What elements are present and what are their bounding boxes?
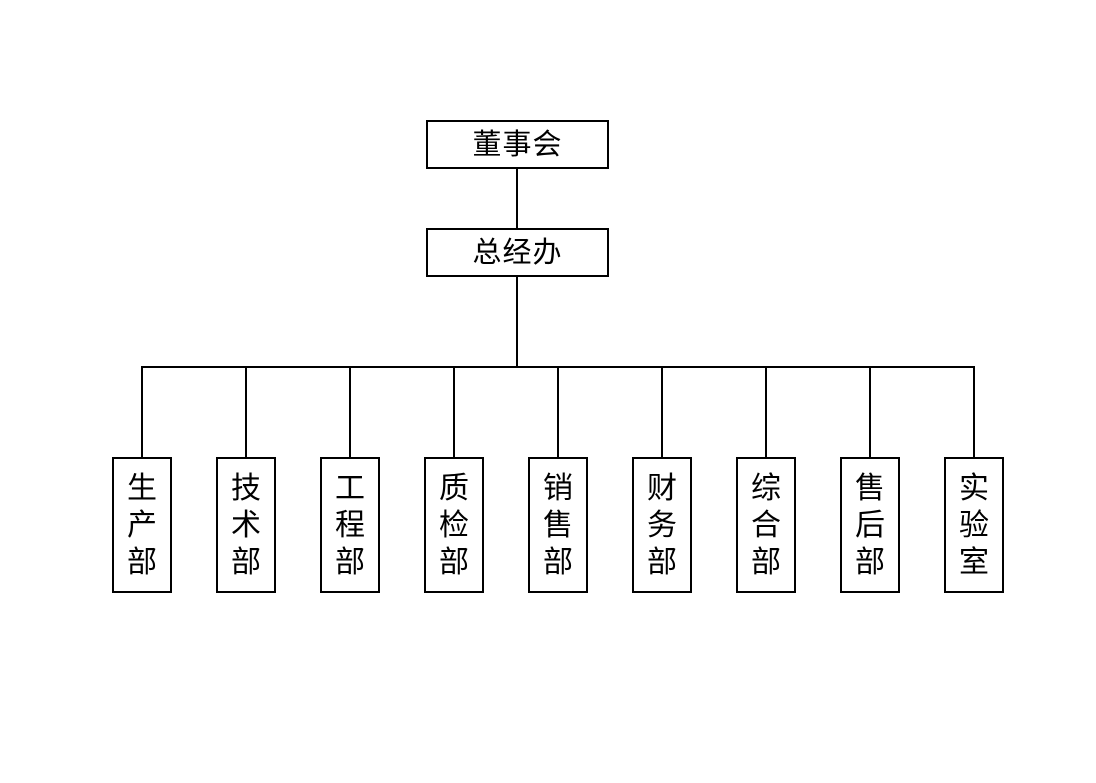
org-node-label: 技术部 [231, 470, 261, 580]
connector-drop [141, 366, 143, 457]
org-node-gm-office: 总经办 [426, 228, 609, 277]
org-node-label: 销售部 [543, 470, 573, 580]
org-node-gm-office-label: 总经办 [472, 235, 563, 269]
org-node-production-dept: 生产部 [112, 457, 172, 593]
org-node-label: 质检部 [439, 470, 469, 580]
org-node-label: 生产部 [127, 470, 157, 580]
org-node-label: 综合部 [751, 470, 781, 580]
org-node-engineering-dept: 工程部 [320, 457, 380, 593]
org-node-technology-dept: 技术部 [216, 457, 276, 593]
org-node-label: 实验室 [959, 470, 989, 580]
org-node-label: 财务部 [647, 470, 677, 580]
connector-drop [245, 366, 247, 457]
connector-drop [973, 366, 975, 457]
org-node-quality-inspection-dept: 质检部 [424, 457, 484, 593]
connector-gmoffice-to-bus [516, 277, 518, 367]
org-node-after-sales-dept: 售后部 [840, 457, 900, 593]
org-node-board: 董事会 [426, 120, 609, 169]
connector-drop [453, 366, 455, 457]
org-node-general-affairs-dept: 综合部 [736, 457, 796, 593]
org-node-board-label: 董事会 [472, 127, 563, 161]
org-node-laboratory: 实验室 [944, 457, 1004, 593]
org-node-sales-dept: 销售部 [528, 457, 588, 593]
org-node-finance-dept: 财务部 [632, 457, 692, 593]
org-node-label: 工程部 [335, 470, 365, 580]
org-node-label: 售后部 [855, 470, 885, 580]
connector-drop [557, 366, 559, 457]
connector-drop [349, 366, 351, 457]
connector-drop [869, 366, 871, 457]
connector-drop [765, 366, 767, 457]
connector-root-to-gmoffice [516, 169, 518, 228]
connector-drop [661, 366, 663, 457]
